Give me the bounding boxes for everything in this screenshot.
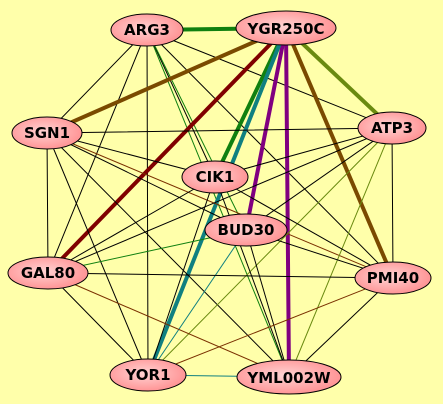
node-label-yor1: YOR1 (124, 366, 170, 384)
edge-arg3-yor1 (146, 29, 149, 376)
edge-arg3-atp3 (146, 29, 393, 129)
node-pmi40[interactable]: PMI40 (354, 261, 432, 295)
node-label-pmi40: PMI40 (367, 269, 419, 287)
node-label-gal80: GAL80 (21, 264, 75, 282)
node-label-ygr250c: YGR250C (246, 20, 324, 38)
edge-sgn1-bud30 (46, 132, 247, 231)
edge-cik1-yml002w (214, 176, 290, 378)
edge-atp3-bud30 (245, 127, 393, 231)
edge-arg3-gal80 (47, 29, 148, 274)
node-layer: ARG3 YGR250C SGN1 ATP3 CIK1 BUD30 GAL80 (7, 10, 432, 395)
node-ygr250c[interactable]: YGR250C (235, 10, 337, 46)
edge-arg3-sgn1 (46, 29, 148, 134)
edge-gal80-pmi40 (47, 272, 394, 279)
edge-ygr250c-pmi40 (284, 26, 395, 280)
edge-ygr250c-bud30 (244, 26, 288, 232)
edge-gal80-yor1 (47, 272, 149, 376)
node-yml002w[interactable]: YML002W (236, 359, 342, 395)
edge-bud30-yor1 (147, 229, 247, 376)
edge-arg3-cik1 (146, 29, 216, 178)
node-label-yml002w: YML002W (246, 369, 331, 387)
edge-atp3-gal80 (47, 127, 393, 274)
node-label-cik1: CIK1 (196, 168, 235, 186)
edge-ygr250c-atp3 (284, 26, 394, 130)
node-label-sgn1: SGN1 (24, 124, 70, 142)
edge-atp3-pmi40 (391, 127, 394, 279)
edge-sgn1-gal80 (46, 132, 49, 274)
edge-ygr250c-yml002w (284, 26, 291, 379)
edge-atp3-yml002w (288, 127, 393, 378)
edge-cik1-gal80 (47, 176, 216, 274)
node-bud30[interactable]: BUD30 (204, 213, 288, 247)
edge-sgn1-atp3 (46, 127, 393, 134)
edge-atp3-yor1 (147, 127, 393, 376)
edge-sgn1-yml002w (46, 132, 290, 378)
node-atp3[interactable]: ATP3 (357, 111, 427, 145)
edge-sgn1-pmi40 (46, 132, 394, 279)
node-gal80[interactable]: GAL80 (7, 256, 89, 290)
node-arg3[interactable]: ARG3 (110, 13, 184, 47)
node-label-arg3: ARG3 (124, 21, 170, 39)
edge-layer (45, 26, 395, 379)
edge-cik1-yor1 (147, 176, 216, 376)
edge-ygr250c-gal80 (46, 26, 288, 275)
edge-bud30-yml002w (245, 229, 290, 378)
node-cik1[interactable]: CIK1 (181, 160, 249, 194)
edge-pmi40-yor1 (147, 277, 394, 376)
edge-gal80-yml002w (47, 272, 290, 378)
edge-sgn1-yor1 (46, 132, 149, 376)
node-label-atp3: ATP3 (371, 119, 413, 137)
node-label-bud30: BUD30 (218, 221, 275, 239)
edge-ygr250c-sgn1 (45, 26, 288, 135)
node-sgn1[interactable]: SGN1 (11, 116, 83, 150)
node-yor1[interactable]: YOR1 (109, 358, 187, 392)
edge-cik1-pmi40 (214, 176, 394, 279)
